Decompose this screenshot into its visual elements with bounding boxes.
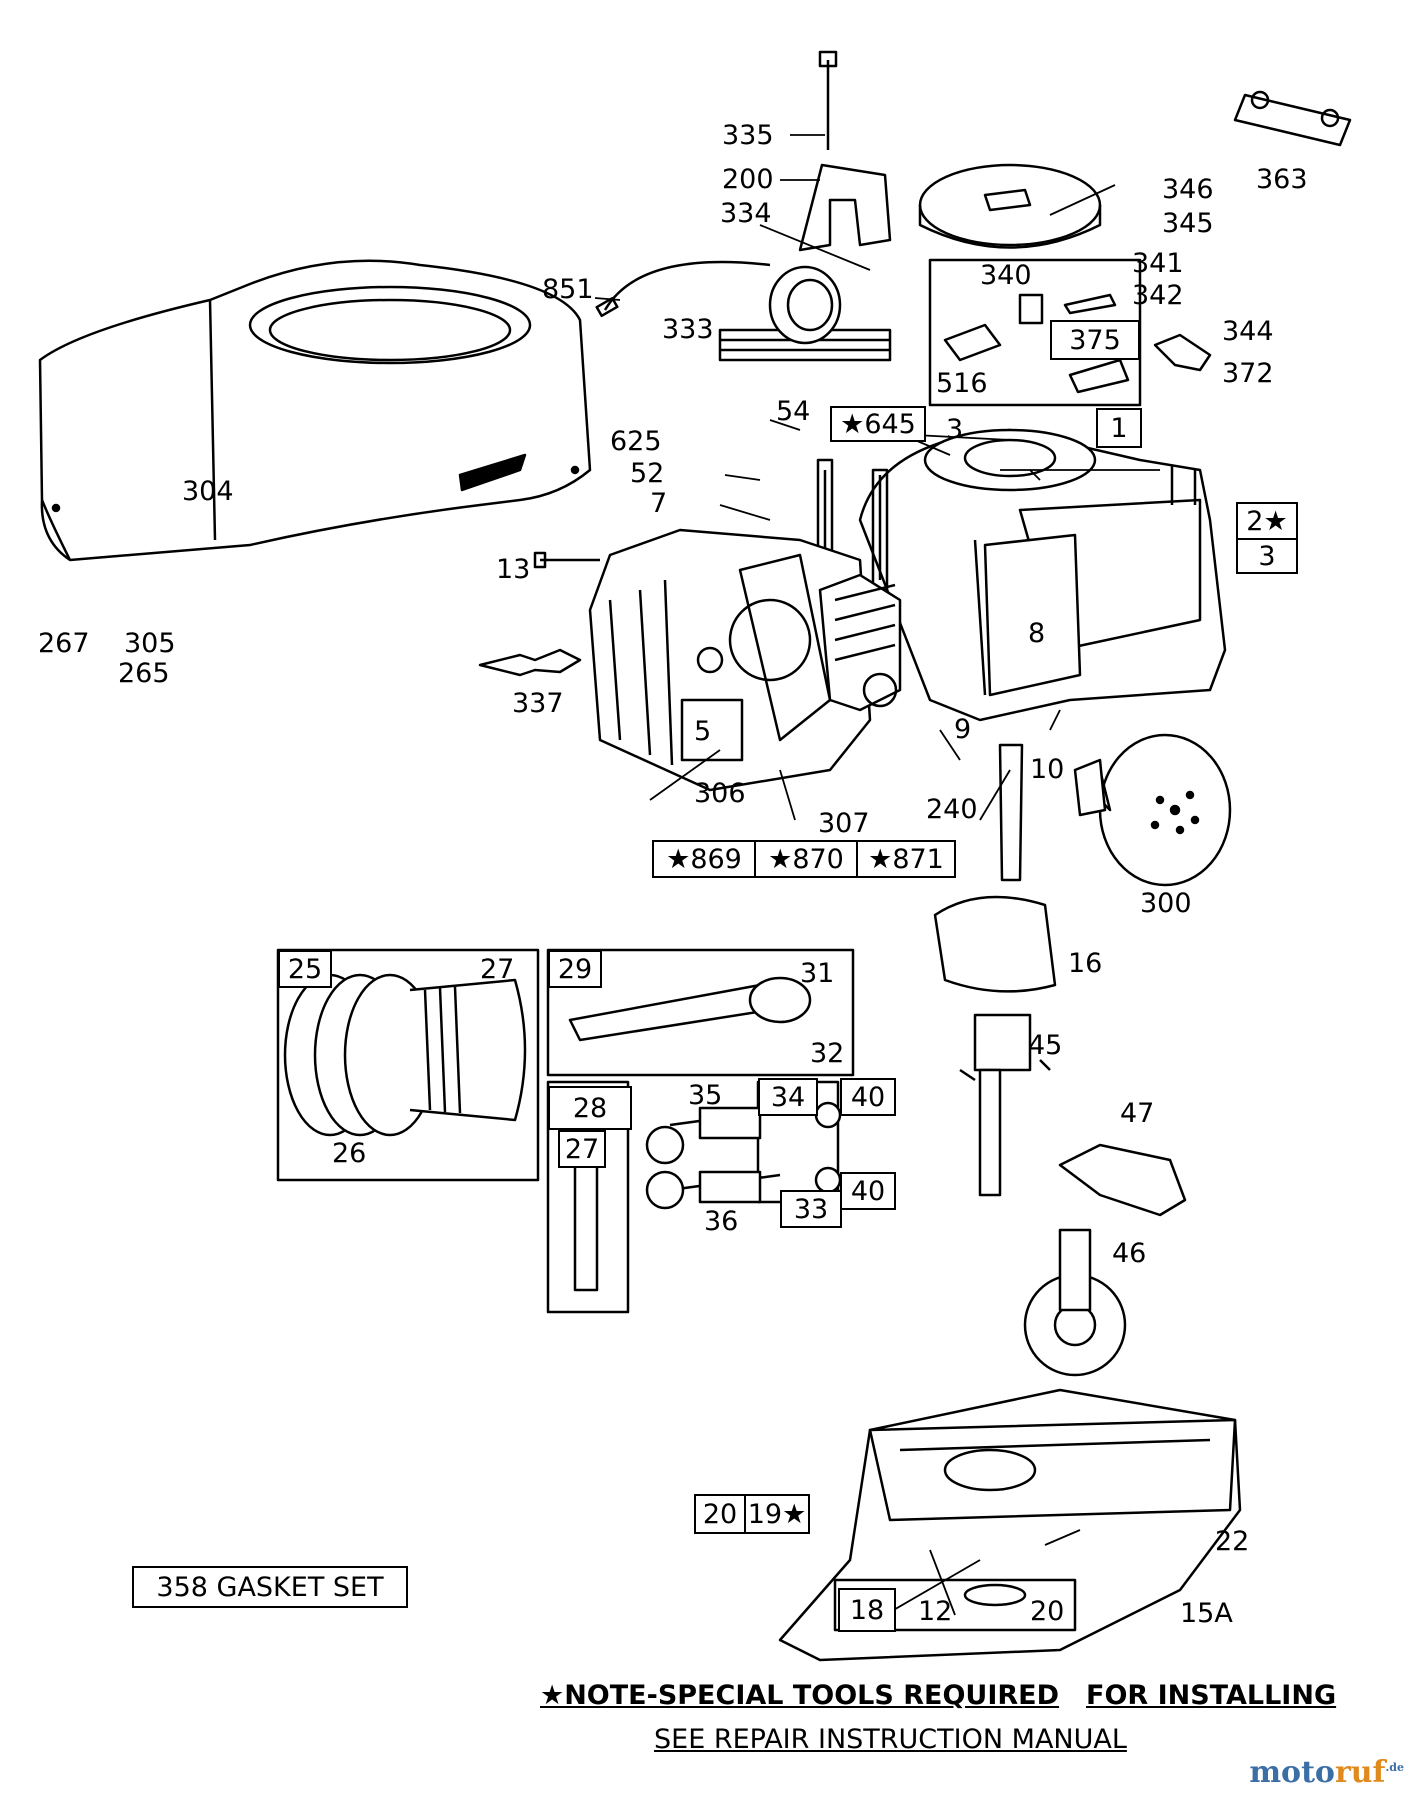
- box-869: ★869: [652, 840, 756, 878]
- box-20-top: 20: [694, 1494, 746, 1534]
- callout-340: 340: [980, 260, 1032, 291]
- callout-45: 45: [1028, 1030, 1063, 1061]
- note-line-1: ★NOTE-SPECIAL TOOLS REQUIRED: [540, 1680, 1060, 1711]
- connecting-rod-box: [546, 948, 855, 1077]
- box-27: 27: [558, 1130, 606, 1168]
- callout-35: 35: [688, 1080, 723, 1111]
- callout-32: 32: [810, 1038, 845, 1069]
- governor-drawing: [1058, 1143, 1187, 1217]
- callout-335: 335: [722, 120, 774, 151]
- callout-337: 337: [512, 688, 564, 719]
- bolt-13-drawing: [533, 551, 600, 569]
- bracket-drawing: [798, 50, 892, 252]
- gasket-set-label: 358 GASKET SET: [132, 1566, 408, 1608]
- box-40-bottom: 40: [840, 1172, 896, 1210]
- valves-drawing: [645, 1101, 842, 1210]
- governor-parts-drawing: [943, 293, 1212, 394]
- callout-372: 372: [1222, 358, 1274, 389]
- callout-3: 3: [946, 414, 964, 445]
- callout-200: 200: [722, 164, 774, 195]
- callout-47: 47: [1120, 1098, 1155, 1129]
- pin-box: [546, 1080, 630, 1314]
- leader-lines: [594, 134, 1160, 1616]
- callout-342: 342: [1132, 280, 1184, 311]
- bottom-box-frame: [833, 1578, 1077, 1632]
- callout-267: 267: [38, 628, 90, 659]
- callout-16: 16: [1068, 948, 1103, 979]
- box-40-top: 40: [840, 1078, 896, 1116]
- callout-240: 240: [926, 794, 978, 825]
- blower-housing-drawing: [38, 259, 592, 562]
- callout-300: 300: [1140, 888, 1192, 919]
- cam-gear-drawing: [1023, 1228, 1127, 1377]
- box-375: 375: [1050, 320, 1140, 360]
- callout-851: 851: [542, 274, 594, 305]
- callout-305: 305: [124, 628, 176, 659]
- box-19: 19★: [744, 1494, 810, 1534]
- box-33: 33: [780, 1190, 842, 1228]
- box-645: ★645: [830, 406, 926, 442]
- callout-334: 334: [720, 198, 772, 229]
- cylinder-block-drawing: [816, 428, 1227, 722]
- callout-15a: 15A: [1180, 1598, 1233, 1629]
- box-12: 12: [918, 1596, 953, 1627]
- callout-346: 346: [1162, 174, 1214, 205]
- piston-drawing: [283, 973, 527, 1137]
- callout-516: 516: [936, 368, 988, 399]
- callout-333: 333: [662, 314, 714, 345]
- callout-304: 304: [182, 476, 234, 507]
- callout-345: 345: [1162, 208, 1214, 239]
- note-line-2: SEE REPAIR INSTRUCTION MANUAL: [654, 1724, 1127, 1755]
- callout-9: 9: [954, 714, 972, 745]
- callout-22: 22: [1215, 1526, 1250, 1557]
- governor-box: [928, 258, 1142, 407]
- cover-drawing: [918, 163, 1102, 249]
- callout-5: 5: [694, 716, 712, 747]
- callout-31: 31: [800, 958, 835, 989]
- plate-drawing: [1233, 90, 1352, 147]
- piston-pin-drawing: [573, 1148, 599, 1292]
- callout-36: 36: [704, 1206, 739, 1237]
- armature-drawing: [595, 260, 892, 362]
- box-1: 1: [1096, 408, 1142, 448]
- callout-13: 13: [496, 554, 531, 585]
- watermark-logo: motoruf.de: [1249, 1755, 1404, 1790]
- box-25: 25: [278, 950, 332, 988]
- callout-46: 46: [1112, 1238, 1147, 1269]
- box-20-bottom: 20: [1030, 1596, 1065, 1627]
- box-18: 18: [838, 1588, 896, 1632]
- box-34: 34: [758, 1078, 818, 1116]
- callout-8: 8: [1028, 618, 1046, 649]
- box-28: 28: [548, 1086, 632, 1130]
- callout-307: 307: [818, 808, 870, 839]
- callout-26: 26: [332, 1138, 367, 1169]
- callout-7: 7: [650, 488, 668, 519]
- callout-27: 27: [480, 954, 515, 985]
- muffler-drawing: [1073, 733, 1232, 887]
- callout-52: 52: [630, 458, 665, 489]
- piston-box: [276, 948, 540, 1182]
- box-2: 2★: [1236, 502, 1298, 540]
- box-871: ★871: [856, 840, 956, 878]
- callout-265: 265: [118, 658, 170, 689]
- callout-344: 344: [1222, 316, 1274, 347]
- callout-54: 54: [776, 396, 811, 427]
- box-3: 3: [1236, 538, 1298, 574]
- box-29: 29: [548, 950, 602, 988]
- callout-341: 341: [1132, 248, 1184, 279]
- box-870: ★870: [754, 840, 858, 878]
- oil-seal-drawing: [963, 1583, 1027, 1607]
- spark-plug-drawing: [478, 648, 582, 677]
- callout-306: 306: [694, 778, 746, 809]
- connecting-rod-drawing: [568, 983, 772, 1042]
- note-line-1b: FOR INSTALLING: [1086, 1680, 1337, 1711]
- callout-625: 625: [610, 426, 662, 457]
- callout-363: 363: [1256, 164, 1308, 195]
- cylinder-head-drawing: [588, 528, 902, 792]
- callout-10: 10: [1030, 754, 1065, 785]
